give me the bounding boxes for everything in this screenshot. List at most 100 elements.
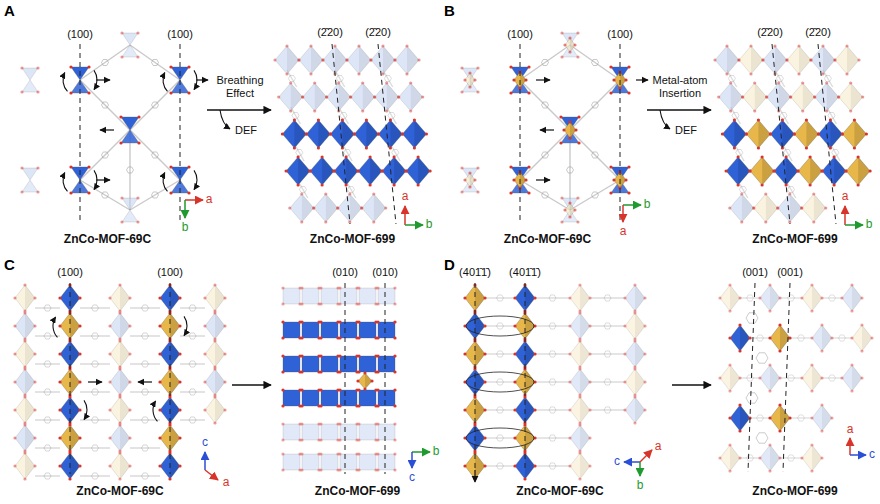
oxygen-atom — [623, 352, 626, 355]
octahedron — [760, 365, 780, 391]
oxygen-atom — [627, 191, 630, 194]
octahedron-face — [851, 83, 863, 111]
linker-ring — [592, 192, 599, 198]
oxygen-atom — [761, 58, 764, 61]
oxygen-atom — [128, 408, 131, 411]
oxygen-atom — [765, 95, 768, 98]
organic-linker — [590, 381, 625, 382]
linker-ring — [757, 335, 764, 341]
organic-linker — [740, 297, 760, 298]
oxygen-atom — [741, 95, 744, 98]
oxygen-atom — [812, 220, 815, 223]
motion-arrow — [540, 129, 554, 130]
oxygen-atom — [513, 352, 516, 355]
octahedron — [358, 157, 382, 185]
oxygen-atom — [777, 81, 780, 84]
linker-ring — [497, 379, 504, 385]
oxygen-atom — [483, 380, 486, 383]
oxygen-atom — [118, 367, 121, 370]
oxygen-atom — [360, 206, 363, 209]
oxygen-atom — [300, 438, 303, 441]
oxygen-atom — [476, 90, 479, 93]
oxygen-atom — [213, 283, 216, 286]
oxygen-atom — [372, 192, 375, 195]
oxygen-atom — [376, 422, 379, 425]
oxygen-atom — [578, 339, 581, 342]
paddlewheel-unit — [122, 210, 138, 222]
metal-chain-segment — [359, 454, 376, 470]
oxygen-atom — [384, 206, 387, 209]
organic-linker — [130, 180, 180, 210]
metal-chain-segment — [378, 424, 395, 440]
oxygen-atom — [860, 323, 863, 326]
octahedron — [110, 453, 130, 479]
oxygen-atom — [768, 309, 771, 312]
oxygen-atom — [69, 165, 72, 168]
oxygen-atom — [513, 436, 516, 439]
oxygen-atom — [120, 55, 123, 58]
oxygen-atom — [728, 469, 731, 472]
oxygen-atom — [463, 408, 466, 411]
rotation-loop — [466, 372, 534, 392]
octahedron-face — [315, 83, 327, 111]
oxygen-atom — [820, 429, 823, 432]
octahedron-face — [383, 46, 395, 74]
oxygen-atom — [633, 283, 636, 286]
oxygen-atom — [568, 215, 571, 218]
oxygen-atom — [830, 416, 833, 419]
oxygen-atom — [563, 43, 566, 46]
lattice-plane — [772, 44, 790, 224]
linker-ring — [829, 295, 836, 301]
metal-chain-segment — [359, 288, 376, 304]
oxygen-atom — [588, 436, 591, 439]
octahedron — [802, 445, 822, 471]
oxygen-atom — [300, 422, 303, 425]
organic-linker — [535, 437, 570, 438]
linker-ring — [497, 435, 504, 441]
octahedron — [570, 341, 590, 367]
axis-label: b — [866, 218, 873, 231]
linker-ring — [102, 152, 109, 158]
oxygen-atom — [178, 296, 181, 299]
oxygen-atom — [473, 78, 476, 81]
octahedron — [763, 46, 787, 74]
octahedron — [15, 425, 35, 451]
organic-linker — [570, 45, 620, 80]
oxygen-atom — [810, 443, 813, 446]
process-label: Metal-atom Insertion — [642, 74, 718, 100]
oxygen-atom — [809, 183, 812, 186]
oxygen-atom — [319, 320, 322, 323]
solvent-release-arrow — [660, 110, 670, 129]
octahedron-face — [302, 194, 314, 222]
motion-arrow — [88, 381, 102, 382]
organic-linker — [130, 307, 160, 308]
octahedron — [760, 285, 780, 311]
octahedron-face — [291, 83, 303, 111]
process-label: Breathing Effect — [202, 74, 278, 100]
oxygen-atom — [568, 352, 571, 355]
oxygen-atom — [119, 115, 122, 118]
oxygen-atom — [338, 388, 341, 391]
oxygen-atom — [365, 118, 368, 121]
oxygen-atom — [376, 388, 379, 391]
oxygen-atom — [810, 389, 813, 392]
metal-chain-segment — [359, 424, 376, 440]
oxygen-atom — [778, 349, 781, 352]
transformation-arrow — [672, 384, 711, 385]
organic-linker — [485, 465, 515, 466]
octahedron — [354, 120, 378, 148]
organic-linker — [80, 180, 130, 210]
linker-ring — [604, 295, 611, 301]
oxygen-atom — [376, 370, 379, 373]
lattice-plane-index: (100) — [66, 28, 94, 41]
oxygen-atom — [357, 72, 360, 75]
oxygen-atom — [781, 118, 784, 121]
lattice-plane-index: (100) — [56, 266, 84, 279]
paddlewheel-unit — [22, 180, 38, 192]
octahedron — [347, 46, 371, 74]
lattice-plane-index: (001) — [741, 266, 769, 279]
motion-arrow — [624, 461, 640, 463]
oxygen-atom — [337, 81, 340, 84]
rotation-arrow — [194, 170, 197, 189]
oxygen-atom — [369, 183, 372, 186]
